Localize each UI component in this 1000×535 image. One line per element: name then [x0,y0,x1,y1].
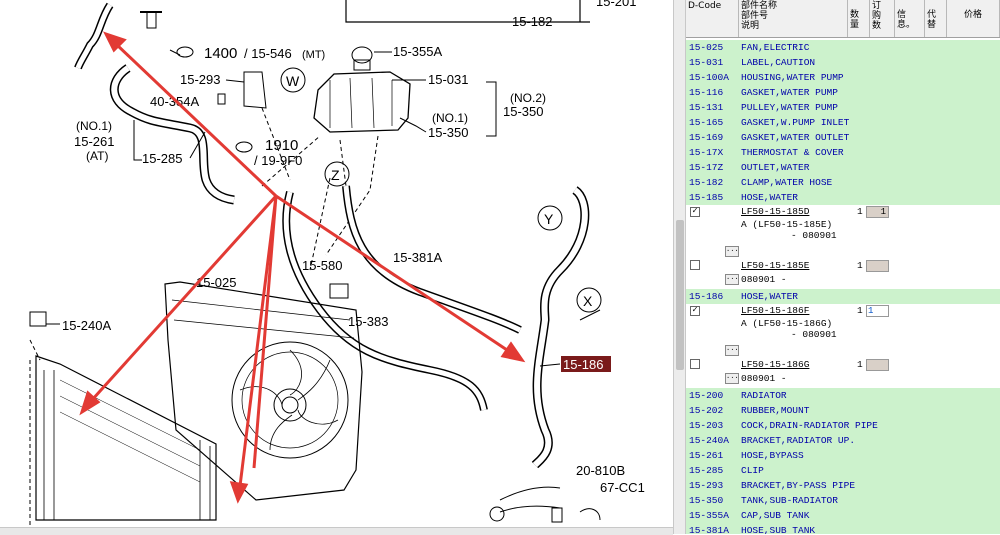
col-dcode[interactable]: D-Code [686,0,739,37]
part-entry: ✓ LF50-15-185D 1 1 A (LF50-15-185E) - 08… [686,205,1000,257]
part-number-link[interactable]: LF50-15-185E [741,260,810,271]
callout-15-182: 15-182 [512,14,552,29]
diagram-vertical-scrollbar[interactable] [673,0,686,534]
callout-15-355a: 15-355A [393,44,442,59]
parts-diagram[interactable]: 15-201 15-182 1400 / 15-546 (MT) 15-293 … [0,0,673,534]
part-checkbox[interactable]: ✓ [690,306,700,316]
more-button[interactable]: ... [725,274,739,285]
col-order-qty[interactable]: 订 购 数 [870,0,895,37]
callout-1400: 1400 [204,45,237,62]
part-checkbox[interactable]: ✓ [690,207,700,217]
callout-15-350: 15-350 [428,125,468,140]
more-button[interactable]: ... [725,246,739,257]
callout-1910: 1910 [265,137,298,154]
part-number-link[interactable]: LF50-15-186F [741,305,810,316]
callout-19-9f0: / 19-9F0 [254,153,302,168]
callout-15-546: / 15-546 [244,46,292,61]
callout-no1-tank: (NO.1) [432,111,468,125]
diagram-horizontal-scrollbar[interactable] [0,527,673,535]
scrollbar-thumb[interactable] [676,220,684,370]
col-info[interactable]: 信 息。 [895,0,925,37]
parts-list-panel: D-Code 部件名称 部件号 说明 数 量 订 购 数 信 息。 代 替 价格… [686,0,1000,534]
part-number-link[interactable]: LF50-15-186G [741,359,810,370]
callout-15-580: 15-580 [302,258,342,273]
order-qty-field[interactable] [866,260,889,272]
callout-no2: (NO.2) [510,91,546,105]
part-number-link[interactable]: LF50-15-185D [741,206,810,217]
callout-15-031: 15-031 [428,72,468,87]
exploded-view-diagram: 15-201 15-182 1400 / 15-546 (MT) 15-293 … [29,0,645,534]
callout-15-350-top: 15-350 [503,104,543,119]
callout-15-201: 15-201 [596,0,636,9]
col-substitute[interactable]: 代 替 [925,0,947,37]
callout-at: (AT) [86,149,108,163]
part-entry: LF50-15-185E 1 ... 080901 - [686,258,1000,288]
callout-15-383: 15-383 [348,314,388,329]
col-price[interactable]: 价格 [947,0,1000,37]
col-qty[interactable]: 数 量 [848,0,870,37]
part-entry: LF50-15-186G 1 ... 080901 - [686,357,1000,387]
circle-w: W [286,73,300,89]
callout-20-810b: 20-810B [576,463,625,478]
callout-15-025: 15-025 [196,275,236,290]
part-entry: ✓ LF50-15-186F 1 1 A (LF50-15-186G) - 08… [686,304,1000,356]
callout-15-285: 15-285 [142,151,182,166]
parts-list-header: D-Code 部件名称 部件号 说明 数 量 订 购 数 信 息。 代 替 价格 [686,0,1000,38]
circle-y: Y [544,211,554,227]
callout-67-cc1: 67-CC1 [600,480,645,495]
more-button[interactable]: ... [725,373,739,384]
callout-15-261: 15-261 [74,134,114,149]
more-button[interactable]: ... [725,345,739,356]
callout-15-240a: 15-240A [62,318,111,333]
circle-x: X [583,293,593,309]
col-part-name[interactable]: 部件名称 部件号 说明 [739,0,848,37]
callout-15-381a: 15-381A [393,250,442,265]
part-checkbox[interactable] [690,260,700,270]
callout-15-186: 15-186 [563,357,603,372]
order-qty-field[interactable] [866,359,889,371]
order-qty-field[interactable]: 1 [866,206,889,218]
callout-15-293: 15-293 [180,72,220,87]
callout-mt: (MT) [302,49,325,61]
callout-no1: (NO.1) [76,119,112,133]
circle-z: Z [331,167,340,183]
part-checkbox[interactable] [690,359,700,369]
order-qty-input[interactable]: 1 [866,305,889,317]
